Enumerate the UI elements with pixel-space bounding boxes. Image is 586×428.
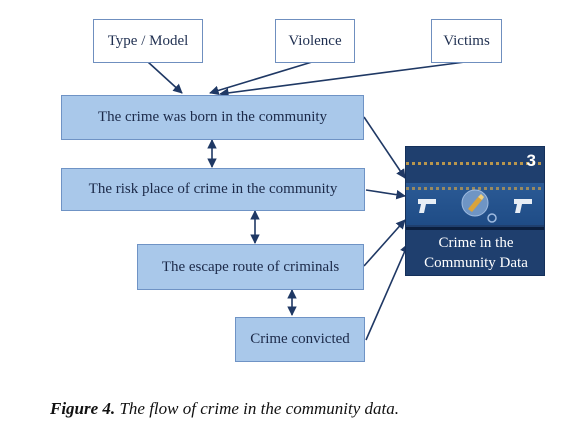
crime-born-label: The crime was born in the community bbox=[97, 109, 328, 125]
panel-scene-strip bbox=[406, 187, 544, 190]
arrow-convicted-to-data bbox=[365, 243, 409, 341]
arrow-type-to-born bbox=[147, 61, 183, 94]
escape-route-label: The escape route of criminals bbox=[161, 258, 340, 275]
panel-caption: Crime in the Community Data bbox=[406, 233, 544, 273]
figure-caption-text: The flow of crime in the community data. bbox=[115, 399, 399, 418]
panel-top-strip bbox=[406, 162, 544, 165]
type-model-box: Type / Model bbox=[93, 19, 203, 63]
bullet-icon bbox=[461, 189, 489, 217]
panel-scene bbox=[406, 183, 544, 225]
pistol-icon bbox=[514, 199, 532, 213]
crime-convicted-box: Crime convicted bbox=[235, 317, 365, 362]
violence-label: Violence bbox=[288, 32, 342, 49]
arrow-violence-to-born bbox=[209, 61, 313, 96]
figure-caption-label: Figure 4. bbox=[50, 399, 116, 418]
mark-icon bbox=[487, 213, 497, 223]
victims-box: Victims bbox=[431, 19, 502, 63]
type-model-label: Type / Model bbox=[107, 32, 189, 49]
panel-number: 3 bbox=[526, 151, 536, 170]
crime-community-data-panel: 3 Crime in the Community Data bbox=[405, 146, 545, 276]
victims-label: Victims bbox=[443, 32, 490, 49]
crime-convicted-label: Crime convicted bbox=[250, 331, 350, 347]
arrow-risk-to-data bbox=[365, 189, 406, 200]
panel-caption-line1: Crime in the bbox=[438, 235, 514, 251]
panel-caption-line2: Community Data bbox=[424, 255, 528, 271]
panel-divider bbox=[406, 227, 544, 230]
violence-box: Violence bbox=[275, 19, 355, 63]
risk-place-label: The risk place of crime in the community bbox=[88, 181, 338, 197]
arrow-born-to-data bbox=[363, 116, 406, 179]
escape-route-box: The escape route of criminals bbox=[137, 244, 364, 290]
figure-caption: Figure 4. The flow of crime in the commu… bbox=[50, 399, 399, 419]
arrow-victims-to-born bbox=[219, 61, 466, 98]
pistol-icon bbox=[418, 199, 436, 213]
arrow-escape-to-data bbox=[363, 219, 406, 267]
crime-born-box: The crime was born in the community bbox=[61, 95, 364, 140]
risk-place-box: The risk place of crime in the community bbox=[61, 168, 365, 211]
